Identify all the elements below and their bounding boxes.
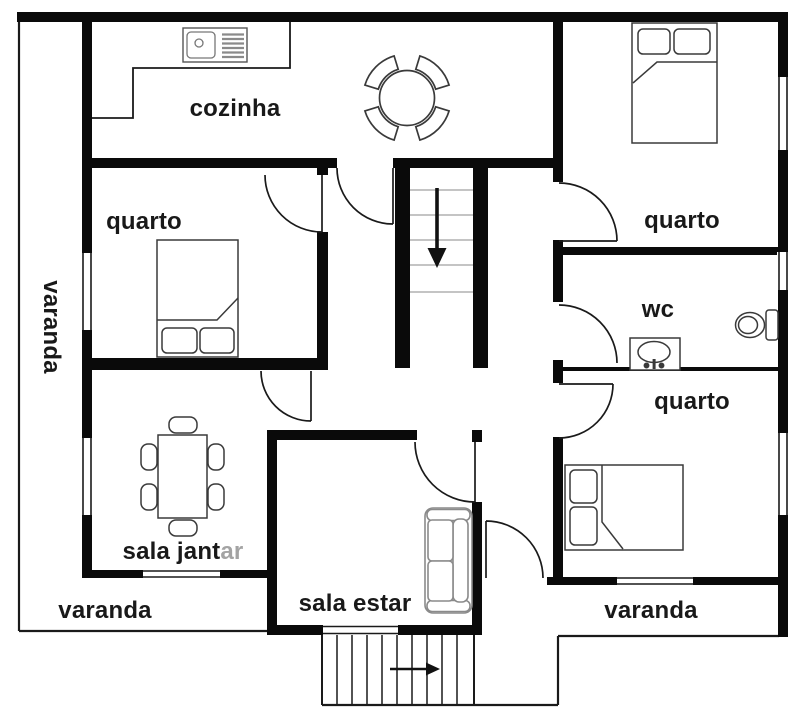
- label-veranda-bottom-left: varanda: [58, 597, 152, 624]
- kitchen-counter: [92, 22, 291, 119]
- door-corridor-veranda: [485, 520, 544, 579]
- round-table-icon: [363, 54, 451, 142]
- window-left-bedroom: [81, 253, 93, 330]
- label-veranda-bottom-right: varanda: [604, 597, 698, 624]
- window-bottom-dining: [143, 569, 220, 579]
- label-wc: wc: [641, 296, 675, 323]
- window-right-wc: [777, 252, 789, 290]
- wc-sink-icon: [629, 337, 681, 371]
- door-bedroom-top-left: [264, 174, 323, 233]
- door-wc: [558, 304, 618, 364]
- door-living-room: [414, 441, 476, 503]
- doors: [260, 167, 618, 579]
- toilet-icon: [734, 309, 779, 341]
- label-living-room: sala estar: [298, 590, 412, 617]
- window-left-dining: [81, 438, 93, 515]
- label-dining-room: sala jantar: [123, 538, 244, 566]
- window-bottom-bedroom: [617, 576, 693, 586]
- window-right-bedroom-top: [777, 77, 789, 150]
- door-bedroom-bottom-right: [558, 383, 614, 439]
- bed-top-right-icon: [631, 22, 718, 144]
- door-dining-room: [260, 370, 312, 422]
- label-bedroom-bottom-right: quarto: [654, 388, 730, 415]
- right-arrow-icon: [390, 662, 440, 676]
- label-bedroom-top-right: quarto: [644, 207, 720, 234]
- bed-bottom-right-icon: [564, 464, 684, 551]
- staircase-upper: [410, 188, 473, 293]
- label-dining-room-main: sala jant: [122, 538, 221, 565]
- door-bedroom-top-right: [558, 182, 618, 242]
- label-bedroom-top-left: quarto: [106, 208, 182, 235]
- dining-chair-icon: [140, 416, 225, 537]
- label-dining-room-suffix: ar: [220, 538, 244, 565]
- threshold-living-room-entry: [323, 624, 398, 636]
- dining-set-icon: [140, 416, 225, 537]
- down-arrow-icon: [427, 188, 447, 268]
- kitchen-sink-icon: [182, 27, 248, 63]
- label-veranda-side: varanda: [38, 280, 65, 374]
- sofa-icon: [424, 507, 473, 614]
- staircase-entrance: [321, 635, 475, 705]
- chair-icon: [363, 54, 451, 142]
- door-kitchen-hall: [336, 167, 394, 225]
- window-right-bedroom-bottom: [777, 433, 789, 515]
- bed-top-left-icon: [156, 239, 239, 358]
- windows: [81, 77, 789, 636]
- veranda-boundary: [17, 13, 779, 707]
- label-kitchen: cozinha: [189, 95, 281, 122]
